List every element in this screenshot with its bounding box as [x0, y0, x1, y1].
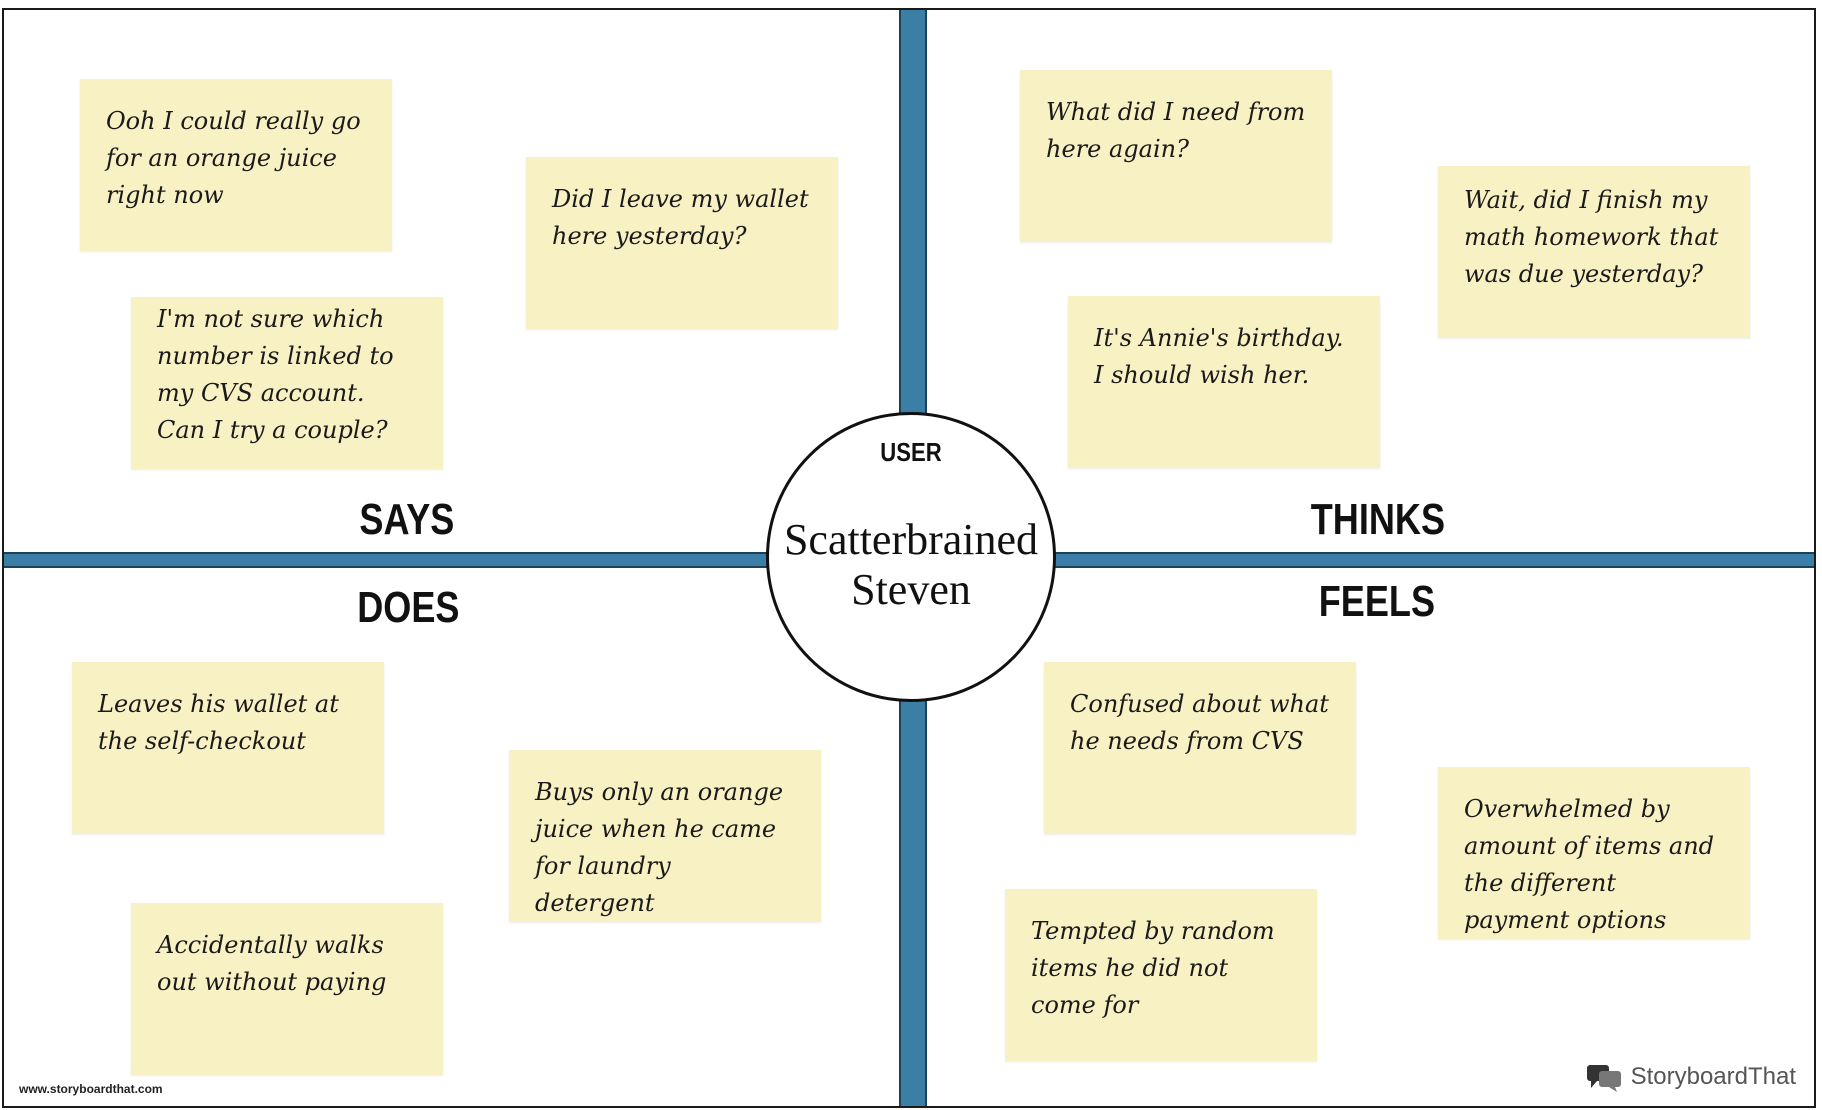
does-note: Accidentally walks out without paying	[131, 903, 443, 1075]
does-note: Buys only an orange juice when he came f…	[509, 750, 821, 922]
says-note: I'm not sure which number is linked to m…	[131, 297, 443, 469]
thinks-note-text: Wait, did I finish my math homework that…	[1464, 186, 1719, 288]
empathy-map: Ooh I could really go for an orange juic…	[2, 8, 1816, 1108]
persona-name: Scatterbrained Steven	[783, 515, 1039, 614]
feels-note: Overwhelmed by amount of items and the d…	[1438, 767, 1750, 939]
does-note-text: Leaves his wallet at the self-checkout	[98, 690, 339, 755]
does-note-text: Accidentally walks out without paying	[157, 931, 387, 996]
speech-bubbles-icon	[1586, 1065, 1621, 1092]
feels-note: Confused about what he needs from CVS	[1044, 662, 1356, 834]
feels-label: FEELS	[1318, 577, 1436, 626]
says-note-text: Ooh I could really go for an orange juic…	[106, 107, 361, 209]
feels-note-text: Tempted by random items he did not come …	[1031, 917, 1275, 1019]
user-tag: USER	[880, 437, 942, 467]
does-note: Leaves his wallet at the self-checkout	[72, 662, 384, 834]
user-circle: USER Scatterbrained Steven	[766, 412, 1056, 702]
says-note-text: Did I leave my wallet here yesterday?	[552, 185, 809, 250]
thinks-note: It's Annie's birthday. I should wish her…	[1068, 296, 1380, 468]
thinks-note: Wait, did I finish my math homework that…	[1438, 166, 1750, 338]
site-url: www.storyboardthat.com	[19, 1082, 163, 1096]
says-label: SAYS	[359, 495, 455, 544]
says-note: Did I leave my wallet here yesterday?	[526, 157, 838, 329]
feels-note: Tempted by random items he did not come …	[1005, 889, 1317, 1061]
thinks-note: What did I need from here again?	[1020, 70, 1332, 242]
thinks-label: THINKS	[1310, 495, 1446, 544]
feels-note-text: Overwhelmed by amount of items and the d…	[1464, 795, 1715, 934]
brand-name: StoryboardThat	[1630, 1063, 1796, 1090]
says-note-text: I'm not sure which number is linked to m…	[157, 305, 394, 444]
does-note-text: Buys only an orange juice when he came f…	[535, 778, 784, 917]
does-label: DOES	[357, 583, 460, 632]
thinks-note-text: What did I need from here again?	[1046, 98, 1306, 163]
brand-logo: StoryboardThat	[1585, 1062, 1796, 1092]
says-note: Ooh I could really go for an orange juic…	[80, 79, 392, 251]
feels-note-text: Confused about what he needs from CVS	[1070, 690, 1329, 755]
thinks-note-text: It's Annie's birthday. I should wish her…	[1094, 324, 1344, 389]
